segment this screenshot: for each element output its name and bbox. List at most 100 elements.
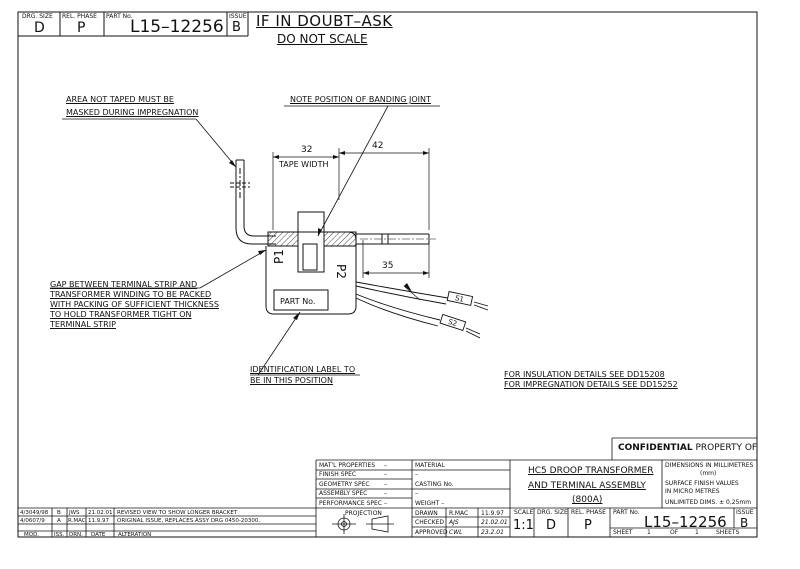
rev-header-date: DATE [91, 532, 106, 538]
dimension-arrows [273, 151, 429, 275]
of-value: 1 [695, 529, 699, 536]
p2-label: P2 [334, 264, 348, 279]
spec-label-geometry: GEOMETRY SPEC [319, 481, 370, 488]
approved-name: CWL [449, 529, 463, 536]
approved-date: 23.2.01 [481, 529, 504, 536]
rev-drn: JWS [69, 510, 80, 516]
issue-value: B [232, 20, 241, 35]
dim-35: 35 [382, 261, 394, 271]
note-gap-5: TERMINAL STRIP [50, 320, 116, 329]
drawn-label: DRAWN [415, 510, 438, 517]
drg-size-label: DRG. SIZE [22, 13, 53, 20]
arrow-head [229, 160, 236, 167]
rev-date: 11.9.97 [88, 518, 109, 524]
s1-label: S1 [454, 294, 465, 304]
leader-gap [50, 249, 267, 289]
title-line-2: AND TERMINAL ASSEMBLY [528, 481, 646, 491]
drg-size-value: D [34, 20, 45, 36]
dim-42: 42 [372, 141, 384, 151]
lead-arrows [404, 283, 412, 292]
material-value: – [415, 471, 418, 478]
spec-value-assembly: – [384, 490, 387, 497]
rev-ref: 4/0607/9 [20, 518, 45, 524]
spec-label-assembly: ASSEMBLY SPEC [319, 490, 368, 497]
transformer-body [265, 211, 357, 315]
weight-label: WEIGHT – [415, 500, 445, 507]
drawn-date: 11.9.97 [481, 510, 504, 517]
units-dims: DIMENSIONS IN MILLIMETRES [665, 462, 754, 469]
terminal-strip [356, 233, 436, 245]
leader-area-not-taped [62, 118, 237, 168]
lead-pointer [403, 285, 421, 301]
if-in-doubt-title: IF IN DOUBT–ASK [256, 12, 393, 30]
title-line-3: (800A) [572, 495, 603, 505]
bottom-drg-size-label: DRG. SIZE [537, 509, 568, 516]
do-not-scale-note: DO NOT SCALE [277, 32, 368, 46]
spec-value-matl: – [384, 462, 387, 469]
part-no-box-label: PART No. [280, 297, 316, 306]
casting-label: CASTING No. [415, 481, 454, 488]
spec-label-matl: MAT'L PROPERTIES [319, 462, 376, 469]
spec-value-performance: – [384, 500, 387, 507]
spec-label-performance: PERFORMANCE SPEC [319, 500, 382, 507]
checked-date: 21.02.01 [481, 519, 508, 526]
bottom-issue-label: ISSUE [736, 509, 754, 516]
casting-value: – [415, 490, 418, 497]
rev-drn: R.MAC [68, 518, 86, 524]
sheet-value: 1 [647, 529, 651, 536]
material-label: MATERIAL [415, 462, 445, 469]
title-block-grid [18, 437, 757, 537]
rel-phase-value: P [77, 20, 86, 36]
projection-symbol-icon [332, 514, 394, 534]
bottom-rel-phase-value: P [584, 518, 592, 533]
leader-ident [250, 311, 360, 376]
note-gap-4: TO HOLD TRANSFORMER TIGHT ON [50, 310, 192, 319]
of-label: OF [670, 529, 679, 536]
scale-value: 1:1 [513, 518, 534, 533]
sheet-label: SHEET [613, 529, 633, 536]
note-ident-1: IDENTIFICATION LABEL TO [250, 365, 356, 374]
note-insulation: FOR INSULATION DETAILS SEE DD15208 [504, 370, 665, 379]
rev-header-mod: MOD. [24, 532, 40, 538]
rev-iss: B [57, 510, 61, 516]
leads [355, 281, 489, 339]
scale-label: SCALE [514, 509, 534, 516]
part-no-value: L15–12256 [130, 17, 224, 37]
checked-name: AJS [449, 519, 459, 526]
bottom-rel-phase-label: REL. PHASE [571, 509, 606, 516]
part-no-label: PART No. [106, 13, 133, 20]
bottom-drg-size-value: D [546, 518, 557, 533]
rev-iss: A [57, 518, 61, 524]
note-area-not-taped-2: MASKED DURING IMPREGNATION [66, 108, 199, 117]
sheets-label: SHEETS [716, 529, 740, 536]
dimension-lines [272, 148, 430, 278]
spec-value-finish: – [384, 471, 387, 478]
drawn-name: R.MAC [449, 510, 469, 517]
sheet-border [17, 11, 758, 538]
note-ident-2: BE IN THIS POSITION [250, 376, 333, 385]
surface-finish-2: IN MICRO METRES [665, 488, 720, 495]
projection-label: PROJECTION [345, 510, 382, 517]
surface-finish-1: SURFACE FINISH VALUES [665, 480, 739, 487]
title-line-1: HC5 DROOP TRANSFORMER [528, 466, 654, 476]
rev-date: 21.02.01 [88, 510, 113, 516]
tape-width-label: TAPE WIDTH [279, 160, 329, 169]
note-area-not-taped-1: AREA NOT TAPED MUST BE [66, 95, 174, 104]
spec-value-geometry: – [384, 481, 387, 488]
approved-label: APPROVED [415, 529, 448, 536]
note-banding-joint: NOTE POSITION OF BANDING JOINT [290, 95, 431, 104]
rel-phase-label: REL. PHASE [62, 13, 97, 20]
note-impregnation: FOR IMPREGNATION DETAILS SEE DD15252 [504, 380, 678, 389]
note-gap-3: WITH PACKING OF SUFFICIENT THICKNESS [50, 300, 219, 309]
arrow-head [293, 312, 300, 320]
bottom-part-no-label: PART No. [613, 509, 640, 516]
issue-label: ISSUE [229, 13, 247, 20]
p1-label: P1 [272, 249, 286, 264]
header-boxes [18, 12, 249, 37]
terminal-bracket [230, 159, 276, 245]
note-gap-2: TRANSFORMER WINDING TO BE PACKED [50, 290, 212, 299]
confidential-notice: CONFIDENTIAL PROPERTY OF [618, 443, 758, 453]
bottom-issue-value: B [740, 516, 749, 530]
rev-alteration: REVISED VIEW TO SHOW LONGER BRACKET [117, 510, 238, 516]
